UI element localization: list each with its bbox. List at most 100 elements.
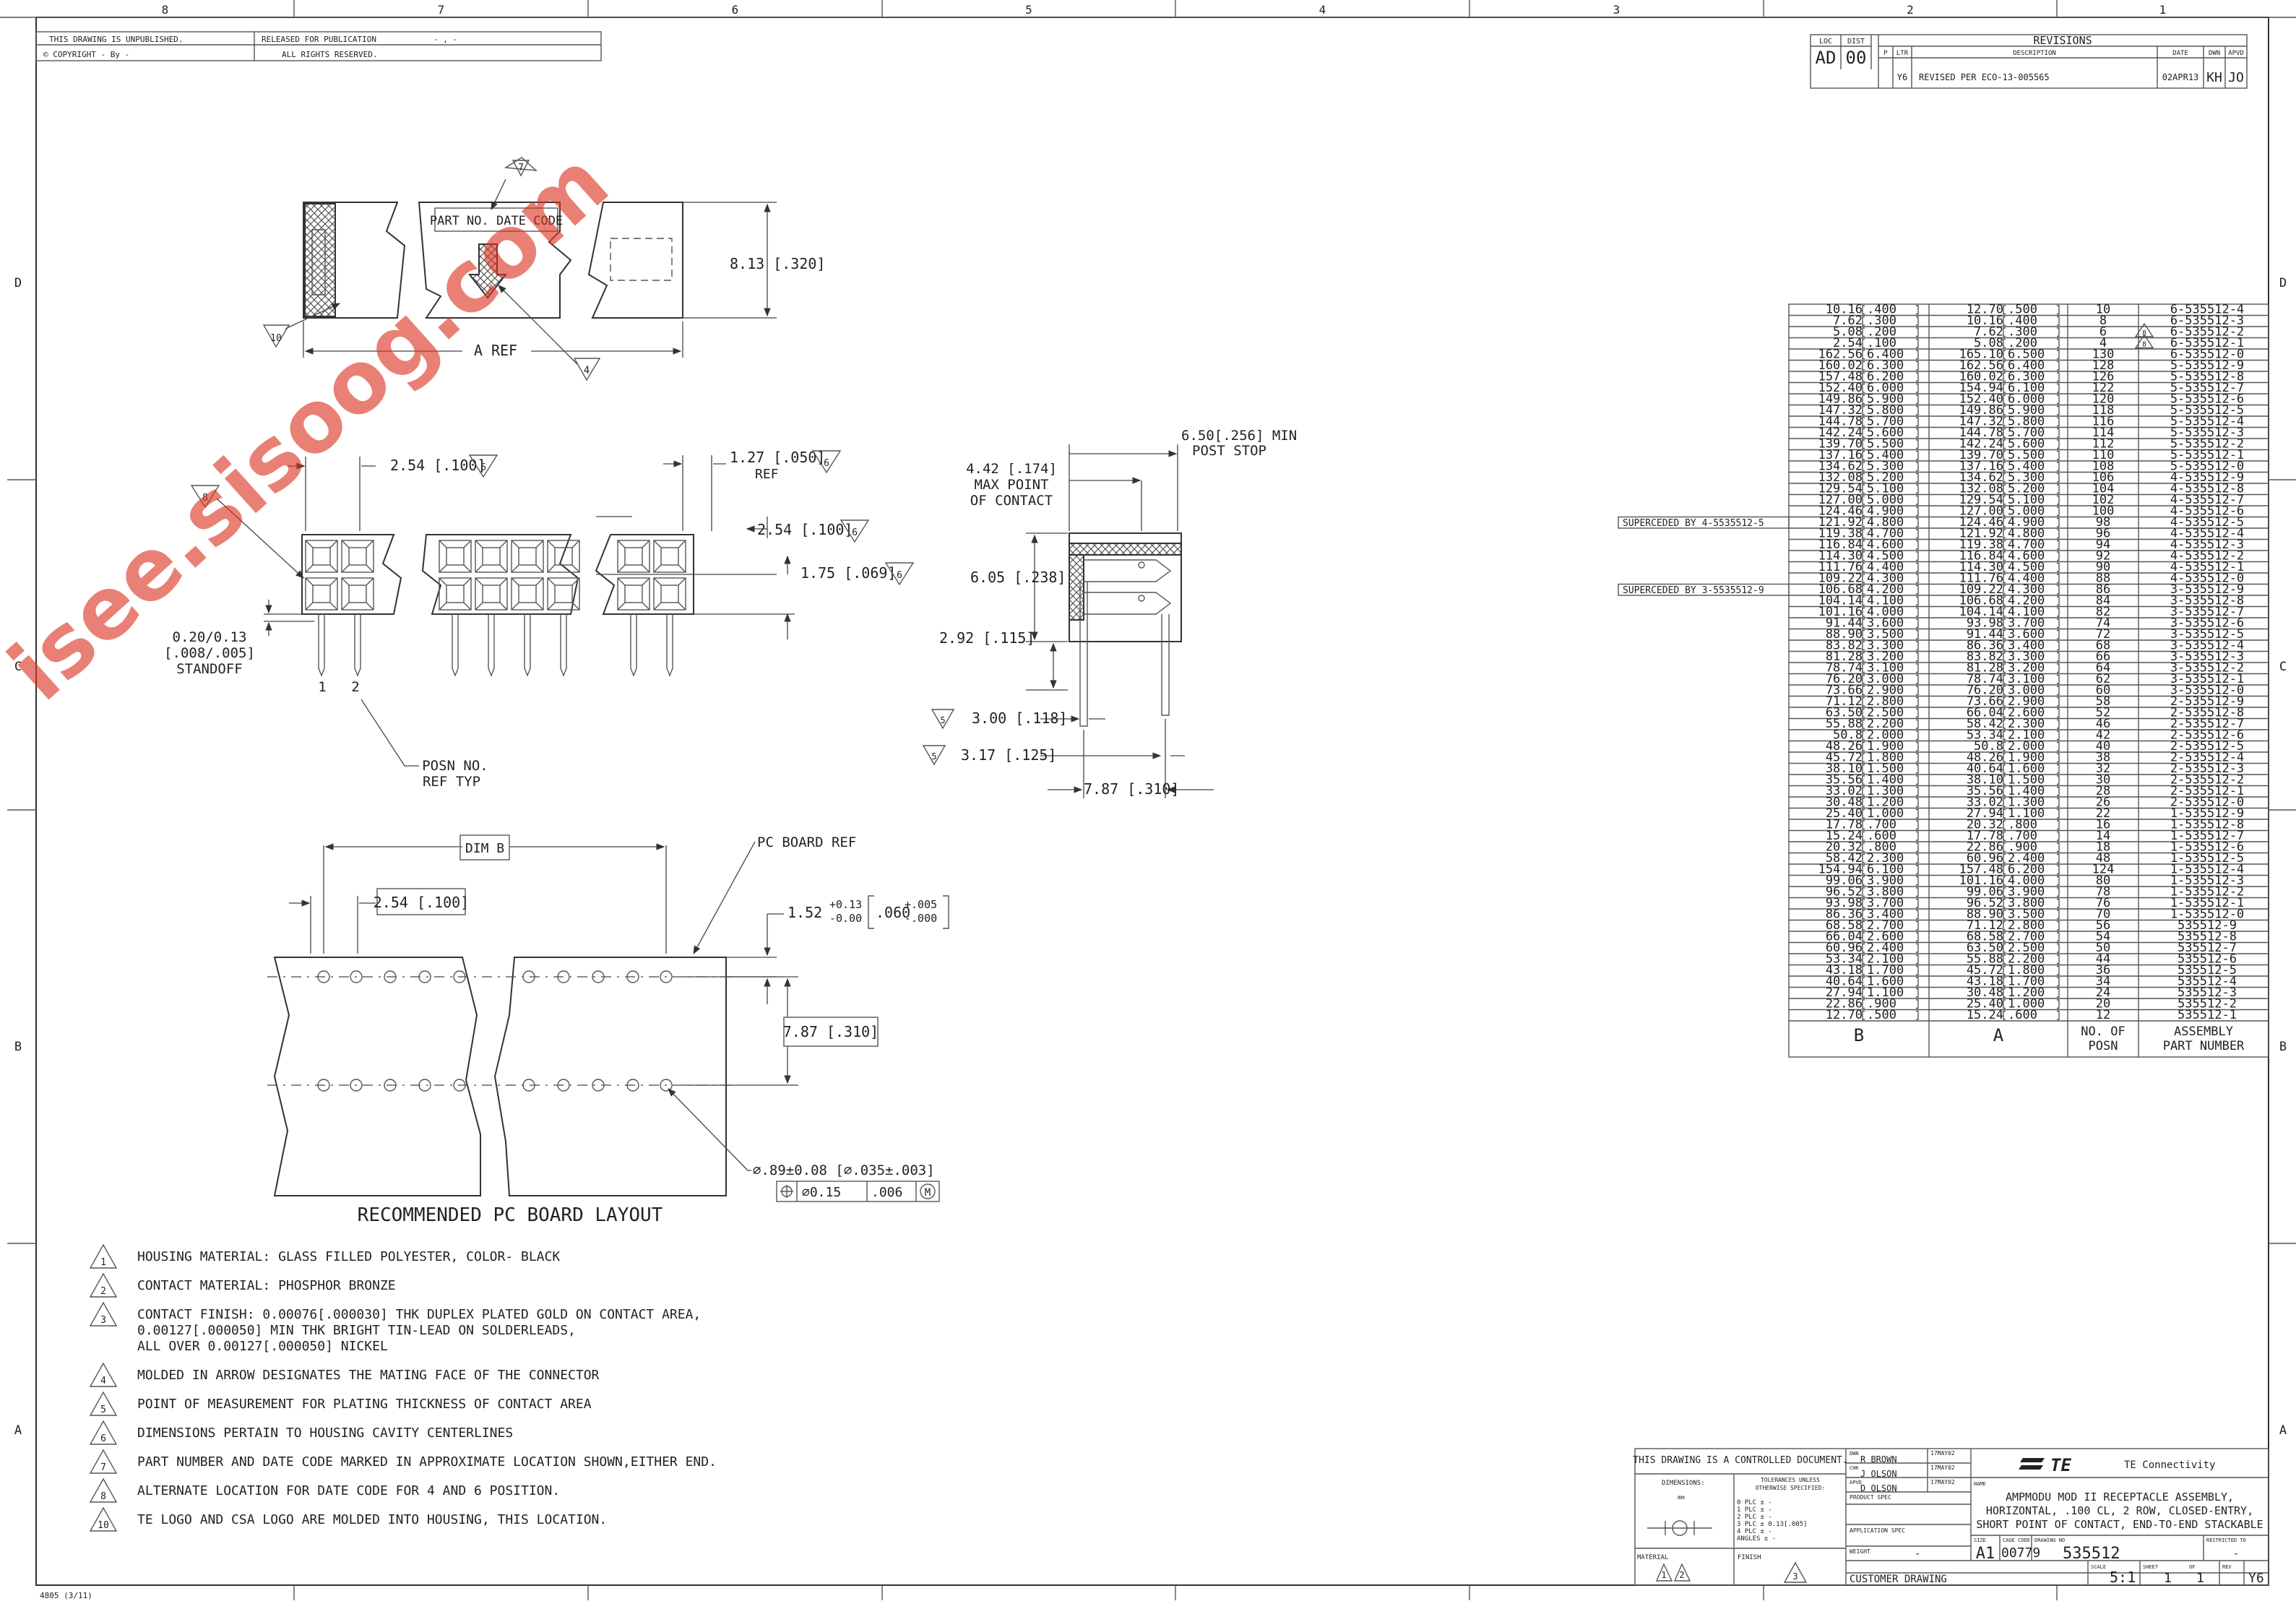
rev-ltr: Y6 [1897,72,1907,82]
post-stop-dim-1: 6.50[.256] MIN [1181,428,1297,444]
table-part-number: 1-535512-7 [2170,829,2244,843]
table-part-number: 5-535512-8 [2170,370,2244,384]
table-b-mm: 27.94 [1826,985,1863,1000]
table-a-in: 5.600 [2008,437,2045,452]
sheet-label: SHEET [2143,1564,2159,1570]
pcb-thk-in-plus: +.005 [905,898,937,911]
table-part-number: 2-535512-1 [2170,784,2244,798]
table-a-in: 5.800 [2008,415,2045,429]
table-posn: 30 [2096,773,2110,788]
table-bracket [2003,798,2060,808]
apvd-label: APVD [1850,1480,1862,1485]
superseded-box [1618,516,1790,529]
table-b-mm: 132.08 [1818,470,1863,485]
table-a-mm: 139.70 [1959,448,2003,462]
table-b-in: 1.500 [1867,762,1904,776]
table-posn: 46 [2096,717,2110,731]
table-b-mm: 58.42 [1826,851,1863,866]
table-bracket [1862,405,1919,415]
note-text: 0.00127[.000050] MIN THK BRIGHT TIN-LEAD… [137,1323,576,1338]
table-a-mm: 149.86 [1959,403,2003,418]
a-ref-dim: A REF [474,342,517,359]
table-a-in: 3.000 [2008,683,2045,698]
table-bracket [2003,708,2060,718]
table-part-number: 3-535512-7 [2170,605,2244,619]
table-a-in: 4.000 [2008,873,2045,888]
table-a-mm: 12.70 [1967,303,2003,317]
table-a-in: 5.200 [2008,482,2045,496]
table-bracket [2003,574,2060,584]
table-b-in: 1.100 [1867,985,1904,1000]
pc-board-ref-label: PC BOARD REF [757,834,856,850]
dist-label: DIST [1847,38,1865,46]
flag-10: 10 [270,333,282,344]
table-b-mm: 25.40 [1826,806,1863,821]
contact-cavity [305,577,338,611]
table-posn: 118 [2092,403,2115,418]
table-bracket [2003,808,2060,819]
table-a-in: .600 [2008,1008,2037,1022]
table-part-number: 2-535512-4 [2170,751,2244,765]
note-text: CONTACT MATERIAL: PHOSPHOR BRONZE [137,1278,396,1293]
table-posn: 122 [2092,381,2115,395]
table-b-mm: 127.00 [1818,493,1863,507]
table-bracket [2003,473,2060,483]
table-bracket [1862,741,1919,751]
table-bracket [2003,954,2060,965]
rev-dwn: KH [2206,70,2222,85]
table-bracket [1862,719,1919,729]
product-spec-label: PRODUCT SPEC [1850,1494,1891,1501]
contact-cavity [653,540,686,573]
table-posn: 126 [2092,370,2115,384]
table-a-in: 5.700 [2008,426,2045,440]
rev-desc: REVISED PER ECO-13-005565 [1919,72,2050,82]
table-a-in: 3.500 [2008,907,2045,922]
table-b-in: 1.000 [1867,806,1904,821]
table-bracket [2003,618,2060,629]
table-b-mm: 73.66 [1826,683,1863,698]
table-b-mm: 43.18 [1826,963,1863,978]
table-a-in: 4.100 [2008,605,2045,619]
table-part-number: 4-535512-1 [2170,560,2244,574]
table-bracket [2003,764,2060,774]
table-posn: 116 [2092,415,2115,429]
table-bracket [1862,965,1919,975]
contact-cavity-inner [446,584,465,603]
meas-1-dim: 3.00 [.118] [972,709,1067,727]
table-a-in: .900 [2008,840,2037,855]
mm-label: mm [1678,1494,1685,1501]
cavity-chamfer [511,540,544,573]
revisions-title: REVISIONS [2033,34,2092,47]
dwn-name: R BROWN [1860,1454,1897,1464]
table-bracket [2003,820,2060,830]
table-posn: 24 [2096,985,2110,1000]
drawing-no-label: DRAWING NO [2034,1537,2065,1543]
contact-cavity-inner [312,584,331,603]
contact-cavity-inner [482,547,501,566]
table-posn: 12 [2096,1008,2110,1022]
table-b-mm: 76.20 [1826,672,1863,686]
table-part-number: 4-535512-6 [2170,504,2244,519]
table-a-in: 2.000 [2008,739,2045,754]
contact-cavity-inner [624,547,643,566]
half-pitch-ref: REF [755,467,779,482]
table-bracket [2003,965,2060,975]
table-posn: 32 [2096,762,2110,776]
table-a-mm: 15.24 [1967,1008,2003,1022]
table-b-in: 5.800 [1867,403,1904,418]
controlled-doc-text: THIS DRAWING IS A CONTROLLED DOCUMENT. [1633,1455,1847,1466]
table-a-in: 6.200 [2008,863,2045,877]
superseded-text: SUPERCEDED BY 4-5535512-5 [1623,518,1764,529]
standoff-dim-1: 0.20/0.13 [173,629,247,645]
table-a-mm: 30.48 [1967,985,2003,1000]
table-bracket [1862,865,1919,875]
solder-pin [666,614,673,677]
table-part-number: 3-535512-8 [2170,594,2244,608]
table-bracket [1862,674,1919,684]
table-b-in: 3.200 [1867,650,1904,664]
table-a-mm: 17.78 [1967,829,2003,843]
table-part-number: 3-535512-1 [2170,672,2244,686]
part-date-code-label: PART NO. DATE CODE [430,214,563,228]
of-value: 1 [2196,1571,2204,1586]
